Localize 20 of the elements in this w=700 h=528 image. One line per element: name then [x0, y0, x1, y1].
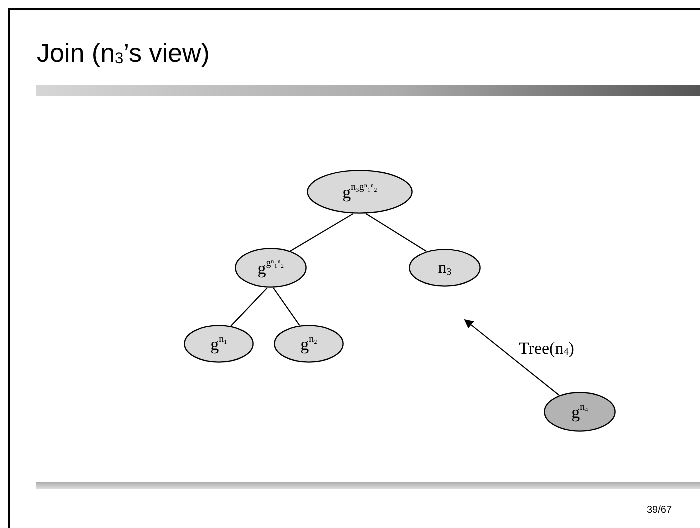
slide-title: Join (n$_{3}$’s view) — [37, 38, 210, 69]
connector-line — [366, 213, 427, 252]
ellipse-node — [235, 248, 307, 288]
node-label: n$_{3}$ — [438, 258, 452, 278]
arrow — [464, 319, 560, 396]
node-label: g$^{gⁿ₁ⁿ₂}$ — [258, 259, 284, 277]
ellipse-node — [274, 325, 344, 363]
page-number: 39/67 — [647, 505, 672, 516]
ellipse-node — [307, 170, 413, 214]
ellipse-node — [184, 325, 254, 363]
node-label: g$^{n₁}$ — [210, 335, 228, 353]
ellipse-node — [544, 392, 616, 432]
connector-line — [273, 288, 300, 326]
node-label: g$^{n₃gⁿ₁ⁿ₂}$ — [342, 183, 378, 201]
node-label: g$^{n₂}$ — [300, 335, 318, 353]
node-label: g$^{n₄}$ — [572, 403, 588, 421]
edge-label: Tree(n$_{4}$) — [519, 339, 574, 359]
ellipse-node — [409, 249, 481, 287]
connector-line — [230, 288, 268, 327]
connector-line — [290, 213, 354, 252]
